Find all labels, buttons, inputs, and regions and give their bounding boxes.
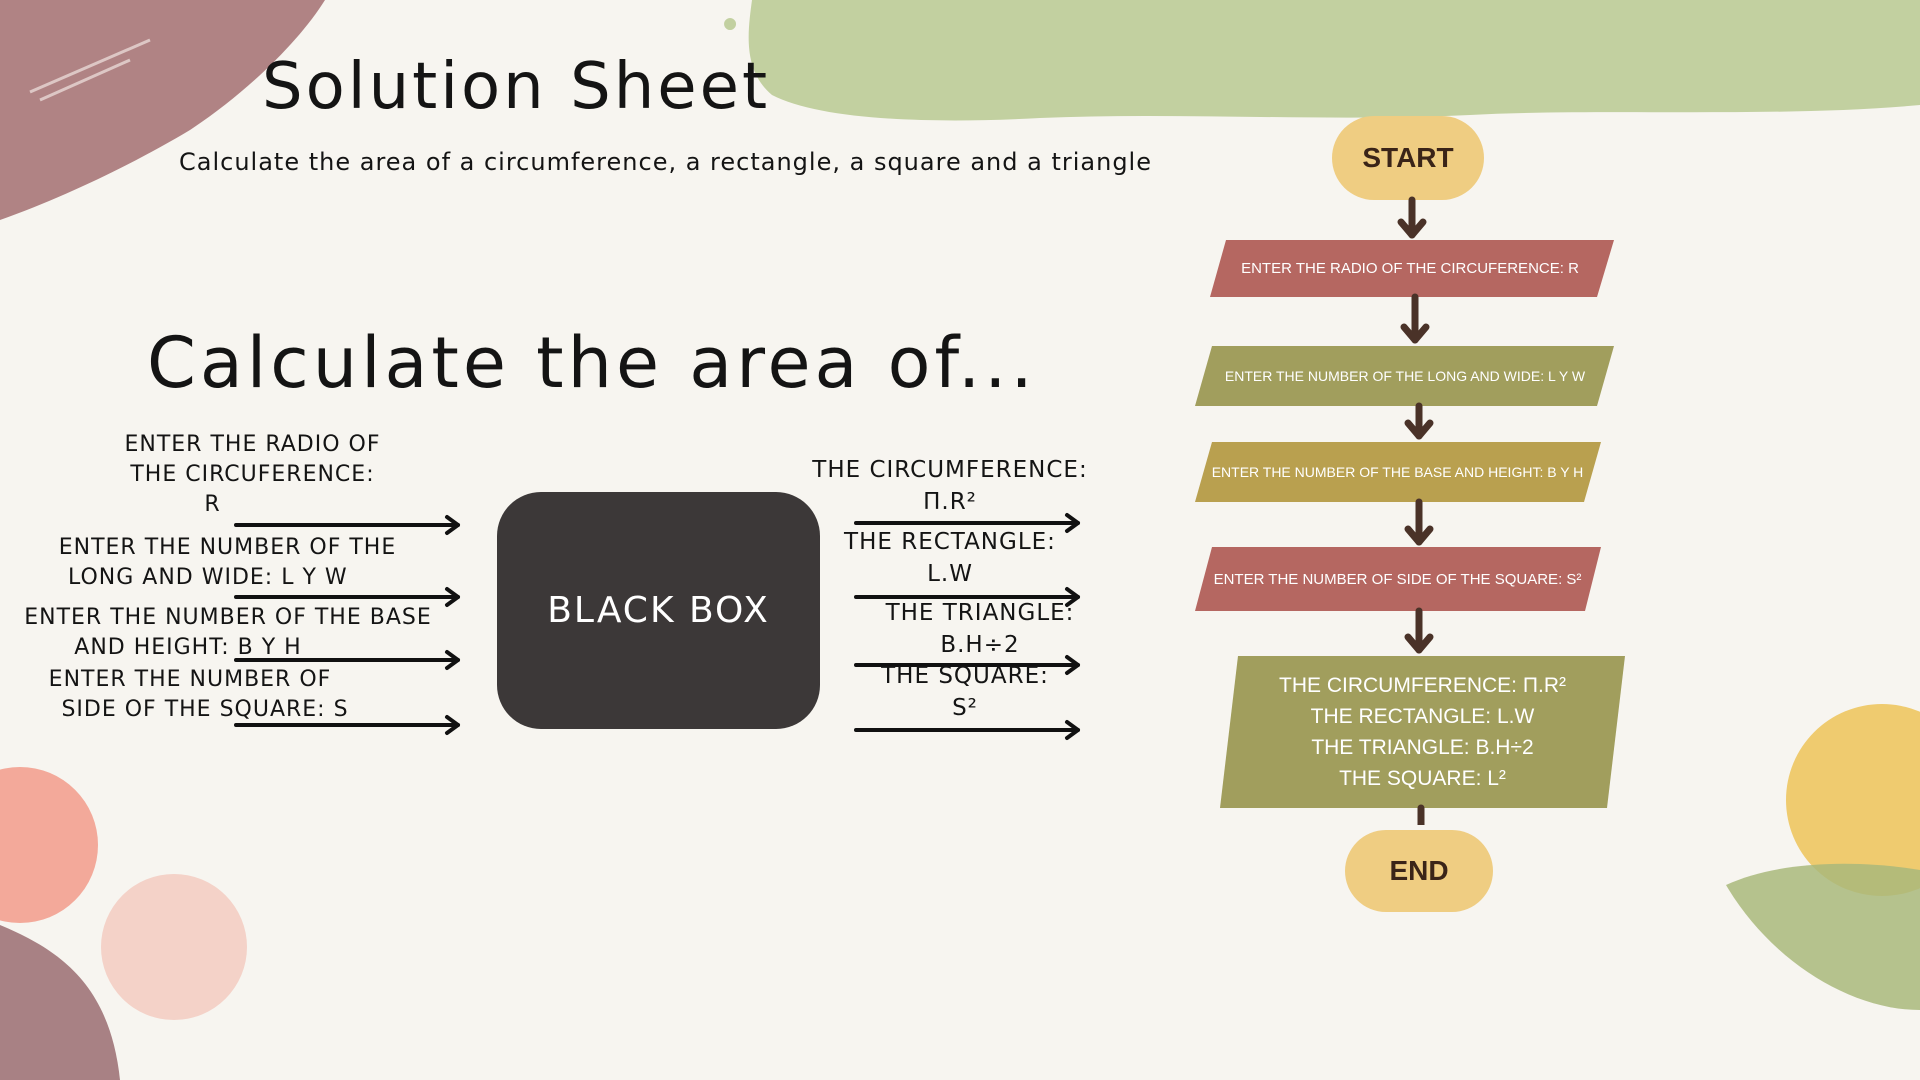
flowchart-step-3: ENTER THE NUMBER OF THE BASE AND HEIGHT:…	[1211, 464, 1584, 480]
flowchart-output-line: THE CIRCUMFERENCE: Π.R²	[1279, 674, 1566, 697]
output-line: S²	[952, 695, 978, 721]
flowchart-step-2-shape	[1195, 346, 1614, 406]
input-line: THE CIRCUFERENCE:	[130, 462, 375, 487]
flowchart-step-4-shape	[1195, 547, 1601, 611]
input-arrow-4	[234, 715, 460, 735]
small-dot-top	[724, 18, 737, 30]
section-heading: Calculate the area of...	[147, 322, 1037, 404]
input-line: ENTER THE NUMBER OF THE	[58, 535, 397, 560]
input-label-rectangle: ENTER THE NUMBER OF THE LONG AND WIDE: L…	[50, 533, 405, 593]
mauve-brush-top-left	[0, 0, 325, 220]
black-box-label: BLACK BOX	[547, 590, 770, 631]
flow-arrow-3	[1404, 402, 1434, 440]
yellow-circle-right	[1786, 704, 1920, 896]
output-line: L.W	[927, 561, 973, 587]
input-arrow-3	[234, 650, 460, 670]
output-arrow-3	[854, 655, 1080, 675]
input-line: ENTER THE NUMBER OF	[48, 667, 332, 692]
input-label-circumference: ENTER THE RADIO OF THE CIRCUFERENCE: R	[100, 430, 405, 520]
flowchart-end: END	[1345, 830, 1493, 912]
input-line: R	[204, 492, 221, 517]
flowchart-step-1-shape	[1210, 240, 1614, 297]
black-box: BLACK BOX	[497, 492, 820, 729]
green-leaf-right	[1726, 863, 1920, 1010]
input-line: SIDE OF THE SQUARE: S	[61, 697, 349, 722]
flow-arrow-4	[1404, 498, 1434, 546]
flowchart-step-3-shape	[1195, 442, 1601, 502]
green-brush-top	[748, 0, 1920, 121]
output-line: THE RECTANGLE:	[844, 529, 1056, 555]
page-subtitle: Calculate the area of a circumference, a…	[179, 148, 1152, 176]
flowchart-output: THE CIRCUMFERENCE: Π.R² THE RECTANGLE: L…	[1230, 656, 1615, 808]
input-line: AND HEIGHT: B Y H	[74, 635, 302, 660]
input-line: LONG AND WIDE: L Y W	[68, 565, 348, 590]
input-line: ENTER THE RADIO OF	[124, 432, 381, 457]
page-title: Solution Sheet	[262, 50, 771, 124]
input-arrow-1	[234, 515, 460, 535]
output-line: THE TRIANGLE:	[885, 600, 1075, 626]
flowchart-step-1: ENTER THE RADIO OF THE CIRCUFERENCE: R	[1241, 260, 1579, 277]
flowchart-start: START	[1332, 116, 1484, 200]
flowchart-step-2: ENTER THE NUMBER OF THE LONG AND WIDE: L…	[1224, 368, 1586, 384]
flow-arrow-1	[1397, 196, 1427, 239]
output-label-square: THE SQUARE: S²	[815, 660, 1115, 724]
output-line: Π.R²	[923, 489, 977, 515]
flowchart-output-shape	[1220, 656, 1625, 808]
output-line: THE CIRCUMFERENCE:	[812, 457, 1088, 483]
flowchart-step-4: ENTER THE NUMBER OF SIDE OF THE SQUARE: …	[1213, 570, 1582, 588]
input-line: ENTER THE NUMBER OF THE BASE	[24, 605, 432, 630]
flow-arrow-2	[1400, 293, 1430, 344]
input-label-triangle: ENTER THE NUMBER OF THE BASE AND HEIGHT:…	[8, 603, 448, 663]
flow-arrow-5	[1404, 607, 1434, 654]
input-arrow-2	[234, 587, 460, 607]
output-label-circumference: THE CIRCUMFERENCE: Π.R²	[770, 454, 1130, 518]
flowchart-output-line: THE SQUARE: L²	[1339, 767, 1506, 790]
flowchart-shapes	[1195, 196, 1625, 825]
brush-highlight-streak	[29, 38, 151, 102]
flowchart-output-line: THE TRIANGLE: B.H÷2	[1311, 736, 1534, 759]
pink-circle-left	[0, 767, 98, 923]
output-line: THE SQUARE:	[881, 663, 1049, 689]
input-label-square: ENTER THE NUMBER OF SIDE OF THE SQUARE: …	[30, 665, 380, 725]
output-line: B.H÷2	[940, 632, 1020, 658]
output-arrow-2	[854, 587, 1080, 607]
flowchart-output-line: THE RECTANGLE: L.W	[1310, 705, 1535, 728]
output-arrow-4	[854, 720, 1080, 740]
output-label-triangle: THE TRIANGLE: B.H÷2	[830, 597, 1130, 661]
output-arrow-1	[854, 513, 1080, 533]
pink-circle-small	[101, 874, 247, 1020]
output-label-rectangle: THE RECTANGLE: L.W	[800, 526, 1100, 590]
mauve-blob-bottom-left	[0, 925, 120, 1080]
